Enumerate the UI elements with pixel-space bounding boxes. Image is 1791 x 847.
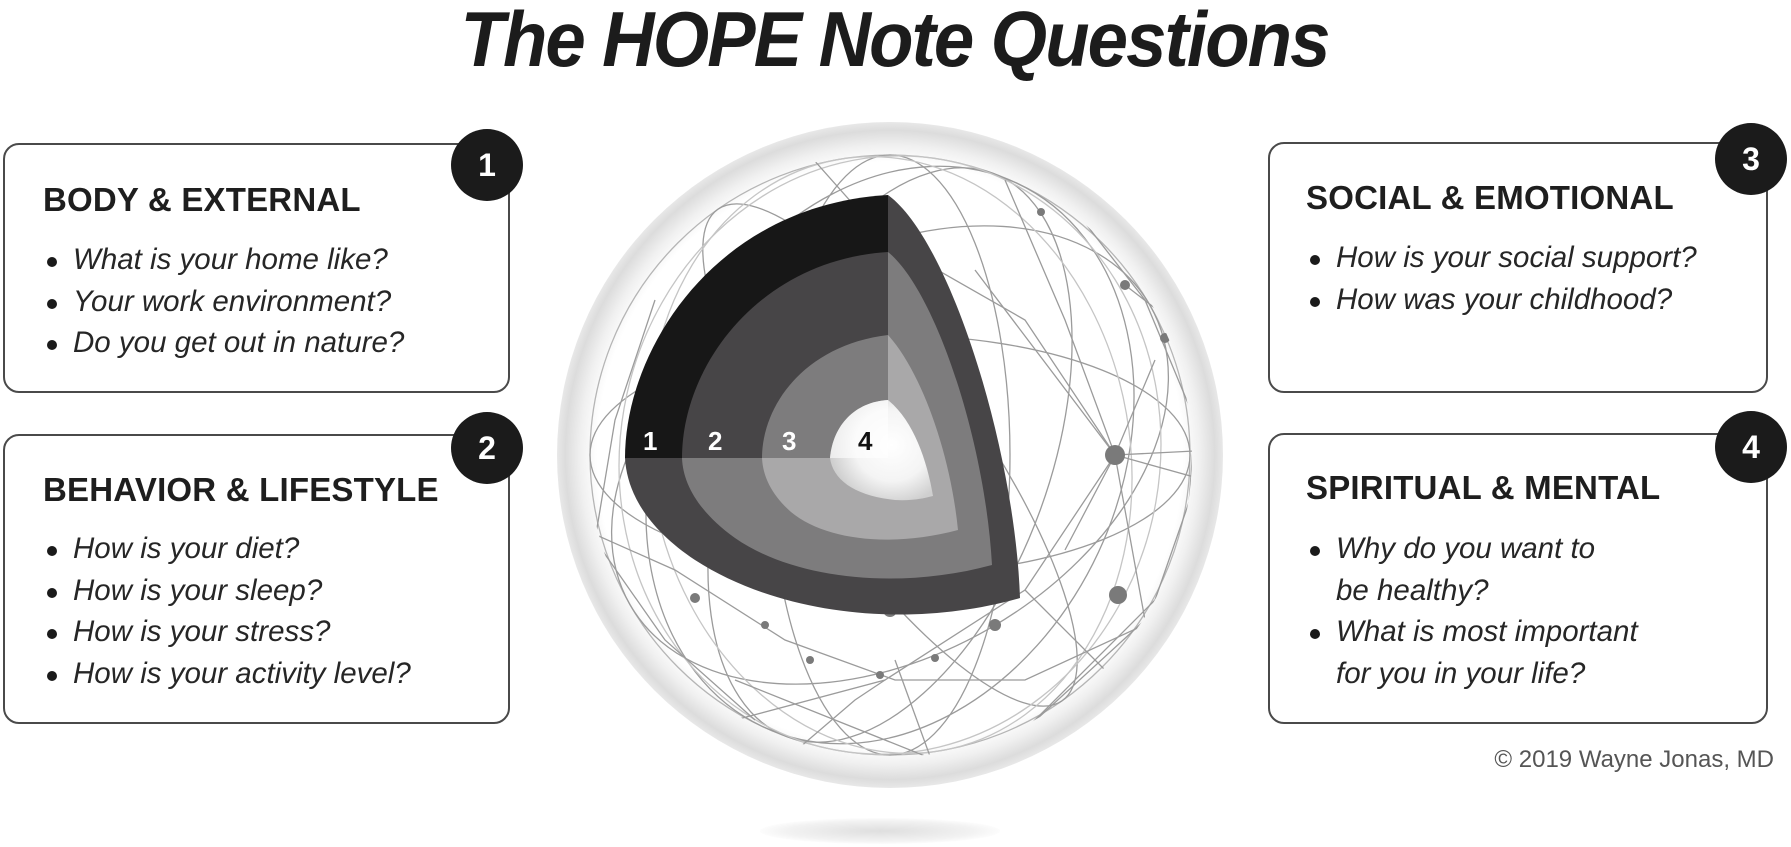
card-social-emotional: SOCIAL & EMOTIONAL How is your social su… (1268, 142, 1768, 393)
question-item-continuation: for you in your life? (1336, 656, 1586, 690)
card-spiritual-mental: SPIRITUAL & MENTAL Why do you want to be… (1268, 433, 1768, 724)
layer-label-2: 2 (708, 426, 722, 456)
question-item: Why do you want to (1306, 528, 1638, 570)
question-list: Why do you want to be healthy? What is m… (1306, 528, 1638, 694)
layered-sphere-diagram: 1 2 3 4 (555, 120, 1225, 790)
question-item: Do you get out in nature? (43, 322, 404, 364)
sphere-ground-shadow (760, 818, 1000, 844)
question-item-continuation: be healthy? (1336, 573, 1489, 607)
layer-label-4: 4 (858, 426, 873, 456)
number-badge-1: 1 (451, 129, 523, 201)
layer-label-1: 1 (643, 426, 657, 456)
card-body-external: BODY & EXTERNAL What is your home like? … (3, 143, 510, 393)
card-heading: SPIRITUAL & MENTAL (1306, 469, 1661, 506)
question-item: How is your social support? (1306, 237, 1697, 279)
sphere-graphic: 1 2 3 4 (557, 122, 1223, 788)
question-list: How is your social support? How was your… (1306, 237, 1697, 320)
cutaway-layers (625, 195, 1020, 615)
number-badge-4: 4 (1715, 411, 1787, 483)
question-item: How is your sleep? (43, 570, 411, 612)
card-heading: SOCIAL & EMOTIONAL (1306, 179, 1674, 216)
question-item: What is most important (1306, 611, 1638, 653)
question-item: How is your stress? (43, 611, 411, 653)
card-heading: BODY & EXTERNAL (43, 181, 361, 218)
card-behavior-lifestyle: BEHAVIOR & LIFESTYLE How is your diet? H… (3, 434, 510, 724)
number-badge-2: 2 (451, 412, 523, 484)
card-heading: BEHAVIOR & LIFESTYLE (43, 471, 439, 508)
page-title: The HOPE Note Questions (460, 0, 1330, 83)
question-item: How was your childhood? (1306, 279, 1697, 321)
layer-label-3: 3 (782, 426, 796, 456)
question-list: How is your diet? How is your sleep? How… (43, 528, 411, 694)
question-item: What is your home like? (43, 239, 404, 281)
question-list: What is your home like? Your work enviro… (43, 239, 404, 364)
copyright-notice: © 2019 Wayne Jonas, MD (1494, 746, 1774, 773)
question-item: Your work environment? (43, 281, 404, 323)
question-item: How is your diet? (43, 528, 411, 570)
number-badge-3: 3 (1715, 123, 1787, 195)
question-item: How is your activity level? (43, 653, 411, 695)
